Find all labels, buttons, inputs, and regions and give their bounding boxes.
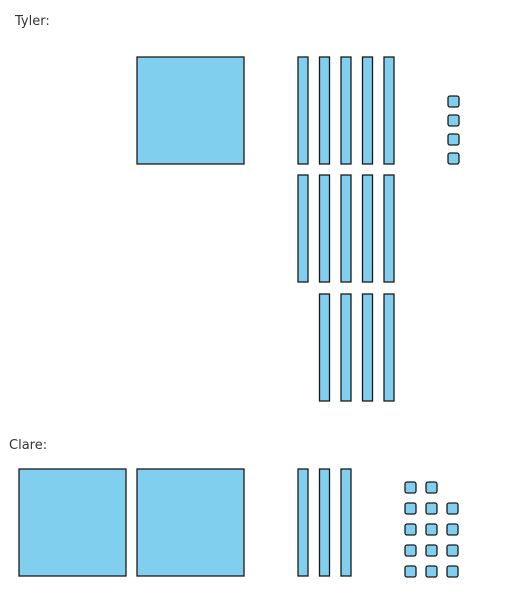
- ten-rod: [318, 468, 331, 577]
- one-unit: [425, 523, 438, 536]
- ten-rod: [340, 468, 352, 577]
- one-unit: [425, 481, 438, 494]
- hundred-flat: [136, 468, 245, 577]
- ten-rod: [361, 293, 374, 402]
- hundred-flat: [136, 56, 245, 165]
- one-unit: [404, 523, 417, 536]
- clare-label: Clare:: [9, 438, 48, 453]
- hundred-flat: [18, 468, 127, 577]
- ten-rod: [318, 56, 331, 165]
- one-unit: [404, 565, 417, 578]
- one-unit: [446, 523, 459, 536]
- one-unit: [446, 544, 459, 557]
- one-unit: [404, 544, 417, 557]
- one-unit: [447, 133, 460, 146]
- ten-rod: [383, 174, 395, 283]
- clare-blocks: [18, 468, 459, 578]
- ten-rod: [361, 174, 374, 283]
- ten-rod: [318, 174, 331, 283]
- ten-rod: [361, 56, 374, 165]
- one-unit: [446, 565, 459, 578]
- one-unit: [447, 152, 460, 165]
- ten-rod: [340, 56, 352, 165]
- ten-rod: [297, 468, 309, 577]
- one-unit: [425, 565, 438, 578]
- one-unit: [404, 502, 417, 515]
- tyler-label: Tyler:: [15, 14, 50, 29]
- ten-rod: [340, 174, 352, 283]
- ten-rod: [340, 293, 352, 402]
- ten-rod: [383, 56, 395, 165]
- one-unit: [425, 544, 438, 557]
- one-unit: [446, 502, 459, 515]
- ten-rod: [318, 293, 331, 402]
- one-unit: [447, 114, 460, 127]
- ten-rod: [297, 174, 309, 283]
- one-unit: [425, 502, 438, 515]
- tyler-blocks: [136, 56, 460, 402]
- one-unit: [447, 95, 460, 108]
- ten-rod: [297, 56, 309, 165]
- ten-rod: [383, 293, 395, 402]
- one-unit: [404, 481, 417, 494]
